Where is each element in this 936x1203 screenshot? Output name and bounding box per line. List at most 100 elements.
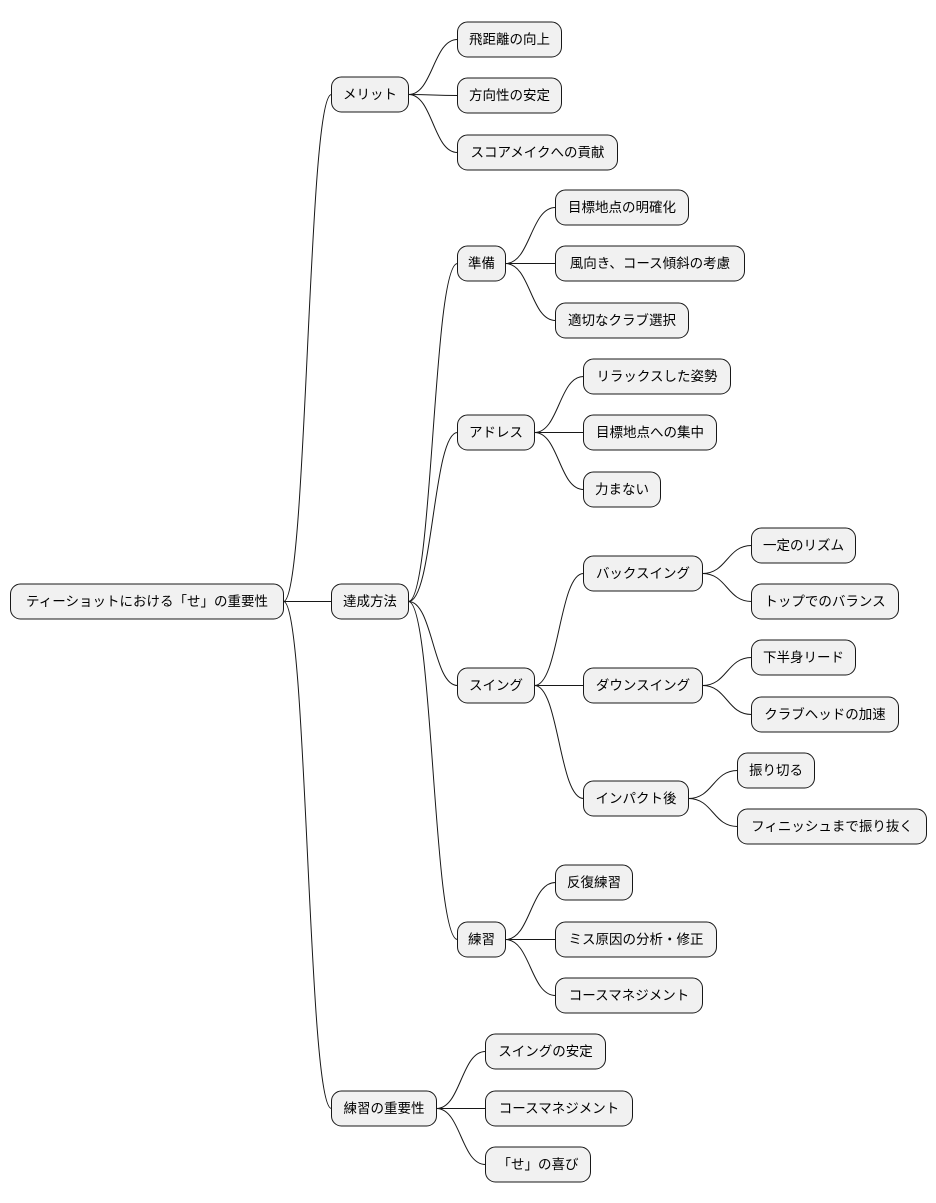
connector-line <box>505 882 556 940</box>
node-label: 準備 <box>468 256 495 272</box>
mind-map-node-root-1-2-0-1: トップでのバランス <box>751 583 899 620</box>
connector-line <box>688 798 738 827</box>
connector-line <box>702 545 752 574</box>
mind-map-node-root-2: 練習の重要性 <box>331 1090 437 1127</box>
mind-map-node-root-2-0: スイングの安定 <box>485 1033 606 1070</box>
node-label: スコアメイクへの貢献 <box>470 145 604 161</box>
mind-map-node-root-1-2: スイング <box>457 667 535 704</box>
connector-line <box>408 263 458 602</box>
node-label: ティーショットにおける「せ」の重要性 <box>26 594 268 610</box>
node-label: 風向き、コース傾斜の考慮 <box>570 256 730 272</box>
mind-map-node-root-1-0-1: 風向き、コース傾斜の考慮 <box>555 245 745 282</box>
node-label: コースマネジメント <box>499 1101 619 1117</box>
node-box <box>555 977 703 1014</box>
mind-map-node-root-1-2-0: バックスイング <box>583 555 703 592</box>
connector-line <box>408 601 458 686</box>
node-label: 練習 <box>468 932 495 948</box>
mind-map-nodes: ティーショットにおける「せ」の重要性 メリット 飛距離の向上方向性の安定スコアメイク… <box>10 21 927 1183</box>
connector-line <box>408 94 458 96</box>
mind-map-node-root-1-2-1-0: 下半身リード <box>751 639 856 676</box>
mind-map-node-root: ティーショットにおける「せ」の重要性 <box>10 583 284 620</box>
connector-line <box>702 573 752 602</box>
node-label: アドレス <box>469 425 523 441</box>
node-label: メリット <box>343 87 397 103</box>
node-box <box>555 302 689 339</box>
mind-map-node-root-1-2-2-0: 振り切る <box>737 752 815 789</box>
node-box <box>485 1090 633 1127</box>
mind-map-node-root-1-0-0: 目標地点の明確化 <box>555 189 689 226</box>
mind-map-node-root-0-1: 方向性の安定 <box>457 77 562 114</box>
mind-map-node-root-1-1-2: 力まない <box>583 471 661 508</box>
node-label: 方向性の安定 <box>469 88 550 104</box>
node-label: スイング <box>469 678 523 694</box>
mind-map-node-root-1-2-2: インパクト後 <box>583 780 689 817</box>
node-label: インパクト後 <box>596 791 677 807</box>
mind-map-node-root-2-1: コースマネジメント <box>485 1090 633 1127</box>
mind-map-node-root-1-0: 準備 <box>457 245 506 282</box>
node-box <box>555 921 717 958</box>
node-box <box>457 134 618 171</box>
node-box <box>485 1033 606 1070</box>
mind-map-node-root-1-3-1: ミス原因の分析・修正 <box>555 921 717 958</box>
mind-map-node-root-1-1-0: リラックスした姿勢 <box>583 358 731 395</box>
node-label: ミス原因の分析・修正 <box>569 932 704 948</box>
node-label: コースマネジメント <box>569 988 689 1004</box>
node-box <box>583 667 703 704</box>
node-box <box>331 583 409 620</box>
node-box <box>555 245 745 282</box>
connector-line <box>702 685 752 715</box>
node-box <box>737 808 927 845</box>
node-label: 振り切る <box>749 763 803 779</box>
connector-line <box>408 94 458 153</box>
node-box <box>457 414 535 451</box>
connector-line <box>505 207 556 264</box>
connector-line <box>408 39 458 95</box>
node-box <box>457 667 535 704</box>
connector-line <box>436 1051 486 1109</box>
node-label: 力まない <box>595 482 649 498</box>
node-box <box>555 189 689 226</box>
node-box <box>737 752 815 789</box>
node-label: トップでのバランス <box>764 594 885 610</box>
mind-map-node-root-1-0-2: 適切なクラブ選択 <box>555 302 689 339</box>
node-label: バックスイング <box>596 566 690 582</box>
node-label: リラックスした姿勢 <box>596 369 718 385</box>
node-box <box>331 1090 437 1127</box>
connector-line <box>408 432 458 602</box>
mind-map-node-root-0-0: 飛距離の向上 <box>457 21 562 58</box>
mind-map-node-root-1-3: 練習 <box>457 921 506 958</box>
mind-map-node-root-2-2: 「せ」の喜び <box>485 1146 591 1183</box>
node-label: ダウンスイング <box>596 678 690 694</box>
node-box <box>457 21 562 58</box>
mind-map-node-root-1-1-1: 目標地点への集中 <box>583 414 717 451</box>
node-box <box>751 527 856 564</box>
node-box <box>457 921 506 958</box>
connector-line <box>505 263 556 321</box>
node-box <box>331 76 409 113</box>
node-label: 下半身リード <box>763 650 844 666</box>
node-label: 適切なクラブ選択 <box>568 312 676 329</box>
connector-line <box>534 685 584 799</box>
node-label: 飛距離の向上 <box>469 32 550 48</box>
node-box <box>751 639 856 676</box>
mind-map-node-root-0-2: スコアメイクへの貢献 <box>457 134 618 171</box>
connector-line <box>534 573 584 686</box>
mind-map-node-root-1-2-1: ダウンスイング <box>583 667 703 704</box>
node-label: 一定のリズム <box>763 538 844 554</box>
node-label: 反復練習 <box>567 874 621 891</box>
connector-line <box>688 770 738 799</box>
mind-map-node-root-1-2-2-1: フィニッシュまで振り抜く <box>737 808 927 845</box>
node-label: スイングの安定 <box>498 1044 593 1060</box>
connector-line <box>283 601 332 1109</box>
node-box <box>751 583 899 620</box>
node-label: 目標地点の明確化 <box>568 200 676 216</box>
node-box <box>555 864 633 901</box>
node-label: 目標地点への集中 <box>596 425 704 441</box>
connector-line <box>283 94 332 602</box>
mind-map-node-root-1-1: アドレス <box>457 414 535 451</box>
node-box <box>583 414 717 451</box>
node-box <box>583 780 689 817</box>
node-label: 練習の重要性 <box>344 1101 425 1117</box>
connector-line <box>436 1108 486 1165</box>
